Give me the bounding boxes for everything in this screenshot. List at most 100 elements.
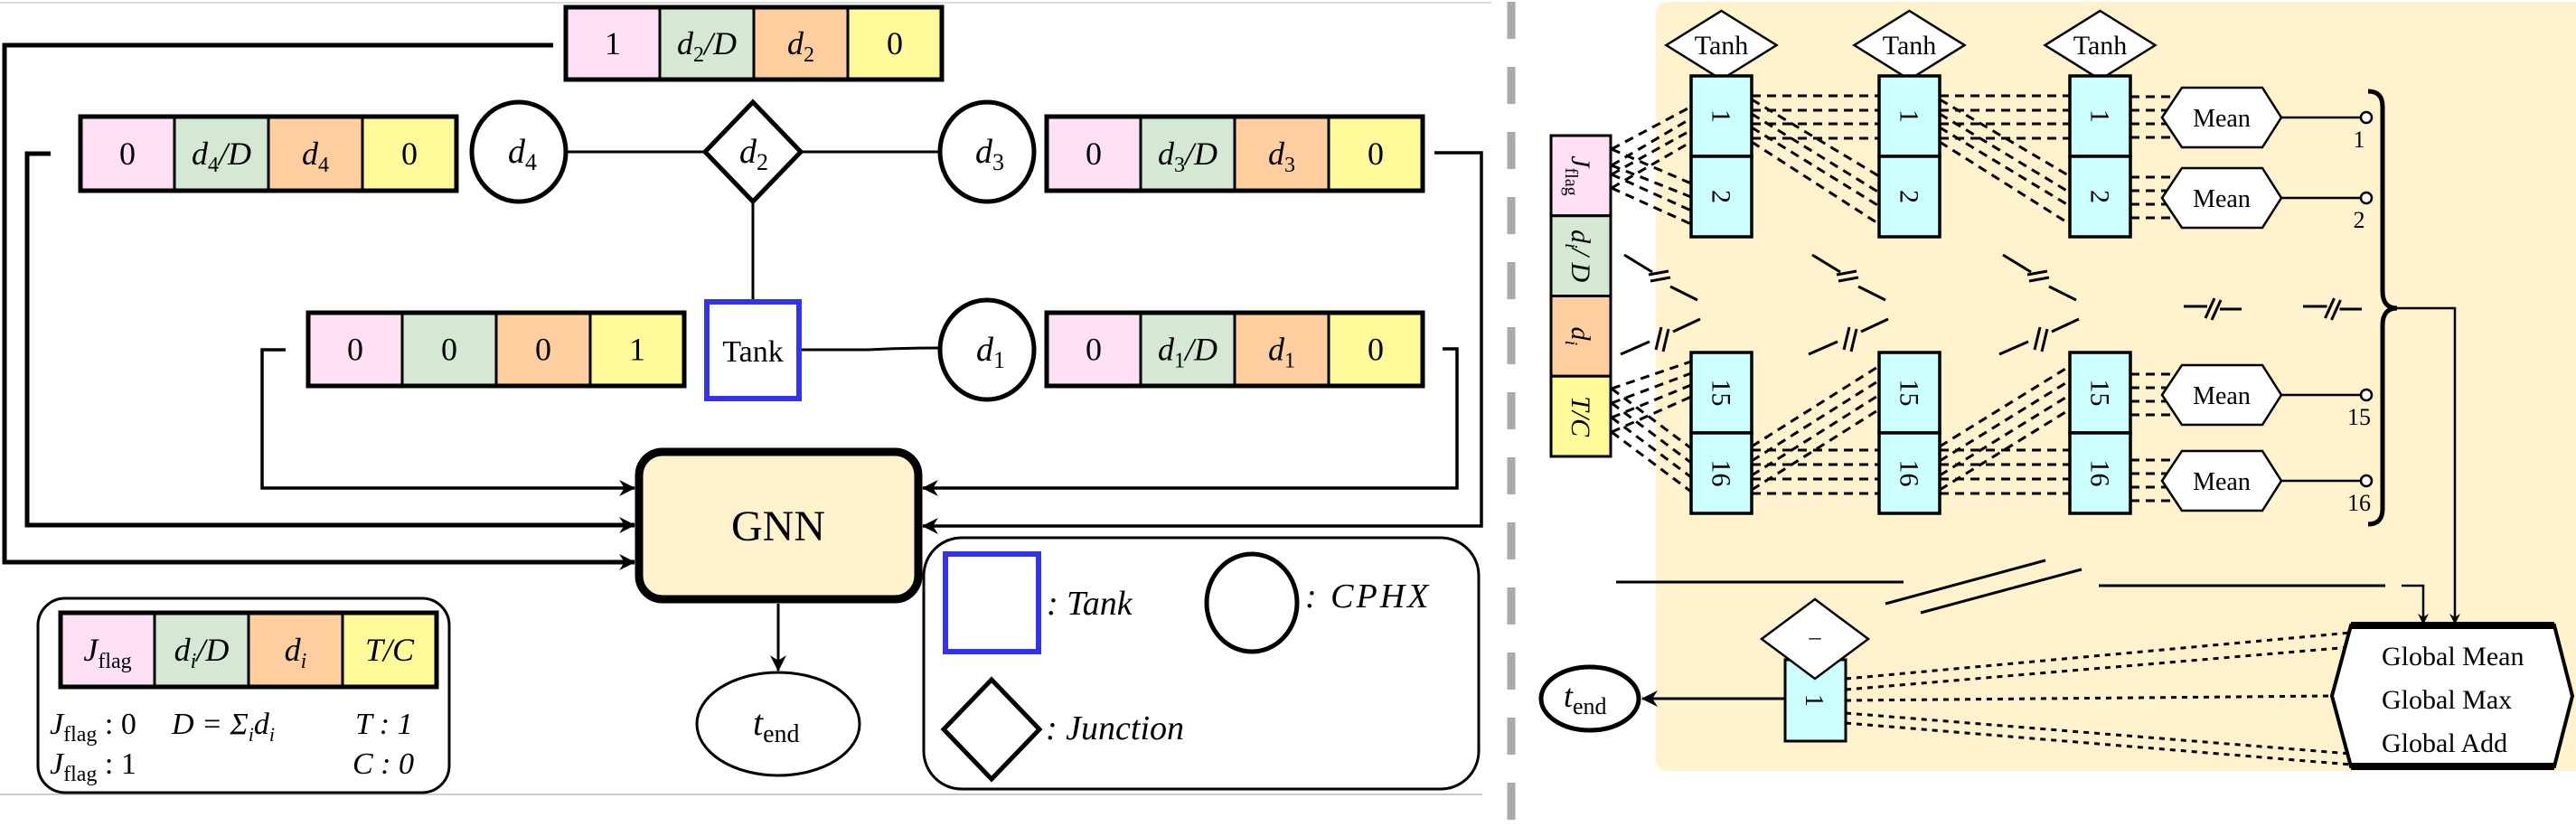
- cphx-node-d3[interactable]: d3: [937, 99, 1037, 204]
- fv-d1-cell-1: d1/D: [1139, 311, 1236, 388]
- node-label: d2: [739, 133, 768, 175]
- wire-tank: [260, 348, 636, 496]
- output-node-tend-right[interactable]: tend: [1538, 664, 1641, 733]
- neuron-16[interactable]: 16: [1689, 431, 1753, 515]
- neuron-16[interactable]: 16: [1877, 431, 1941, 515]
- junction-node-d2[interactable]: d2: [701, 99, 804, 205]
- gnn-block[interactable]: GNN: [635, 447, 923, 604]
- cell-value: d4: [302, 136, 329, 177]
- fv-d3-cell-2: d3: [1233, 115, 1330, 193]
- input-feature-label: di: [1561, 327, 1595, 346]
- input-feature-3: T/C: [1549, 374, 1612, 458]
- mean-label: Mean: [2193, 382, 2251, 410]
- legend-tank-value: T : 1: [355, 708, 413, 741]
- wire-d2: [2, 42, 636, 570]
- cell-value: d1/D: [1158, 331, 1217, 372]
- neuron-15[interactable]: 15: [2068, 351, 2132, 435]
- mean-label: Mean: [2193, 185, 2251, 213]
- cell-value: 0: [887, 25, 903, 61]
- cell-value: d2/D: [677, 25, 737, 67]
- cell-value: d3/D: [1158, 136, 1217, 177]
- dense-connections: [1611, 94, 2176, 503]
- neuron-label: 16: [2085, 460, 2115, 487]
- wire-d4: [24, 151, 636, 533]
- cell-value: 0: [441, 331, 457, 367]
- fv-d3-cell-3: 0: [1327, 115, 1424, 193]
- fv-d3-cell-0: 0: [1045, 115, 1142, 193]
- fv-d2-outline: [563, 5, 945, 82]
- neuron-label: 2: [1706, 190, 1736, 203]
- legend-cell-1: di/D: [153, 611, 250, 689]
- neuron-16[interactable]: 16: [2068, 431, 2132, 515]
- input-feature-1: di/ D: [1549, 214, 1612, 297]
- ellipsis-break-marks: [1620, 253, 2362, 356]
- node-label: d1: [976, 331, 1005, 373]
- output-node-tend[interactable]: tend: [695, 671, 861, 777]
- legend-cell-2: di: [247, 611, 344, 689]
- neuron-label: 1: [1894, 109, 1924, 123]
- node-label: d3: [975, 133, 1004, 175]
- fv-d1-cell-3: 0: [1327, 311, 1424, 388]
- input-feature-column: Jflag di/ D diT/C: [1549, 134, 1612, 458]
- cell-value: di/D: [174, 632, 230, 673]
- junction-legend-label: : Junction: [1046, 709, 1184, 747]
- neuron-label: 15: [1894, 380, 1924, 407]
- cphx-node-d1[interactable]: d1: [937, 297, 1037, 402]
- cell-value: T/C: [365, 632, 415, 668]
- legend-cphx-value: C : 0: [353, 747, 414, 781]
- neuron-1[interactable]: 1: [2068, 74, 2132, 158]
- shape-legend-box: [922, 536, 1481, 791]
- cphx-node-d4[interactable]: d4: [469, 99, 569, 204]
- cell-value: 0: [401, 136, 418, 172]
- fv-d4-cell-2: d4: [267, 115, 364, 193]
- neuron-2[interactable]: 2: [1877, 155, 1941, 239]
- junction-legend-icon: [940, 676, 1043, 783]
- neuron-1[interactable]: 1: [1689, 74, 1753, 158]
- feature-legend-vector: Jflag di/D di T/C: [58, 610, 439, 690]
- pool-output-port: [2359, 110, 2374, 125]
- node-label: Tank: [722, 335, 784, 369]
- brace-to-global-arrow: [2397, 306, 2460, 625]
- input-feature-2: di: [1549, 295, 1612, 378]
- pool-output-port: [2359, 474, 2374, 488]
- neuron-label: 1: [1706, 109, 1736, 123]
- fv-d3-outline: [1044, 114, 1425, 193]
- neuron-1[interactable]: 1: [1877, 74, 1941, 158]
- tank-node[interactable]: Tank: [704, 299, 802, 401]
- cell-value: d3: [1268, 136, 1295, 177]
- mean-pool-15[interactable]: Mean 15: [2160, 363, 2374, 430]
- fv-d3-cell-1: d3/D: [1139, 115, 1236, 193]
- pool-index: 15: [2347, 404, 2371, 430]
- input-feature-label: Jflag: [1561, 155, 1595, 195]
- global-connections: [1845, 631, 2352, 766]
- neuron-15[interactable]: 15: [1689, 351, 1753, 435]
- fv-d2-cell-2: d2: [752, 5, 850, 81]
- global-pooling-block[interactable]: Global Mean Global Max Global Add: [2329, 622, 2575, 770]
- fv-tank-cell-1: 0: [400, 311, 498, 388]
- input-feature-label: di/ D: [1561, 230, 1595, 282]
- neuron-label: 15: [1706, 380, 1736, 407]
- cell-value: 0: [119, 136, 136, 172]
- tanh-label: Tanh: [1883, 31, 1937, 61]
- wire-d1: [921, 347, 1459, 496]
- fv-tank-cell-0: 0: [306, 311, 404, 388]
- fv-d1-cell-0: 0: [1045, 311, 1142, 388]
- legend-jflag-1: Jflag : 1: [50, 747, 136, 786]
- neuron-label: 16: [1894, 460, 1924, 487]
- fv-d1-outline: [1044, 310, 1425, 389]
- neuron-15[interactable]: 15: [1877, 351, 1941, 435]
- cell-value: d4/D: [192, 136, 251, 177]
- global-add-label: Global Add: [2382, 728, 2507, 758]
- neuron-2[interactable]: 2: [1689, 155, 1753, 239]
- wire-d3: [921, 151, 1483, 534]
- neuron-2[interactable]: 2: [2068, 155, 2132, 239]
- cell-value: Jflag: [83, 632, 131, 673]
